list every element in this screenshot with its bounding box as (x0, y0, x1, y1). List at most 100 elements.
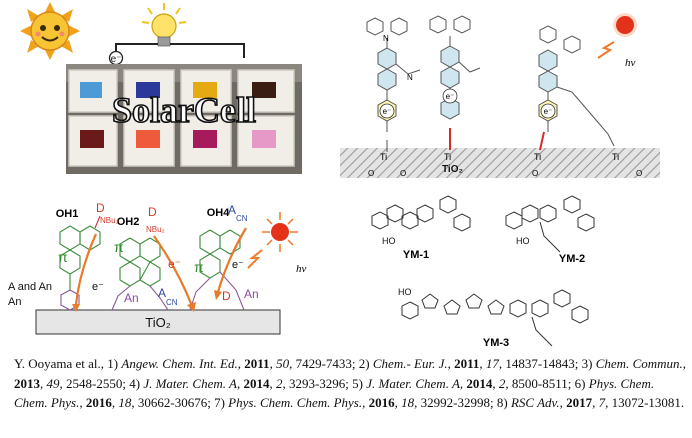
reference-number: 4) (129, 375, 144, 391)
reference-pages: 8500-8511 (511, 375, 568, 391)
reference-authors: Y. Ooyama et al., (14, 356, 108, 371)
ym3-label: YM-3 (483, 337, 509, 349)
ho-label-2: HO (516, 236, 530, 246)
tio2-right-label: TiO₂ (442, 164, 463, 175)
reference-volume: 2 (498, 375, 506, 391)
oh4-acceptor-label: A (228, 203, 236, 217)
ti-label-3: Ti (534, 152, 541, 162)
dye-schematic-right: TiO₂ N N e⁻ (340, 13, 660, 178)
reference-item: 7) Phys. Chem. Chem. Phys., 2016, 18, 32… (214, 395, 497, 410)
reference-volume: 18 (118, 395, 132, 410)
reference-year: 2016 (85, 395, 112, 410)
oh1-pi-label: π (58, 249, 68, 265)
oh1-electron-label: e⁻ (92, 281, 104, 293)
reference-journal: Chem.- Eur. J. (372, 356, 448, 371)
reference-volume: 49 (46, 375, 60, 391)
sun-left-icon (262, 212, 298, 252)
o-label-4: O (636, 169, 642, 178)
ti-label-4: Ti (612, 152, 619, 162)
reference-pages: 30662-30676 (137, 395, 208, 410)
reference-journal: Chem. Commun. (595, 356, 683, 371)
reference-volume: 50 (276, 356, 290, 371)
o-label-2: O (400, 169, 406, 178)
sun-right-icon (613, 13, 637, 37)
reference-year: 2017 (566, 395, 593, 410)
tio2-left-label: TiO₂ (145, 315, 171, 330)
dye-schematic-left: TiO₂ A and An An OH1 OH2 OH4 D NBu₂ π (8, 201, 307, 335)
reference-volume: 7 (598, 395, 606, 410)
m2-electron-label: e⁻ (446, 92, 455, 101)
reference-item: 8) RSC Adv., 2017, 7, 13072-13081. (496, 395, 685, 410)
reference-pages: 32992-32998 (420, 395, 490, 410)
oh2-donor-label: D (148, 205, 157, 219)
hv-right-label: hv (625, 57, 636, 69)
reference-item: 6) Phys. Chem. Chem. Phys., 2016, 18, 30… (14, 375, 655, 411)
dye-oh1: OH1 (56, 208, 79, 220)
oh4-electron-label: e⁻ (232, 259, 244, 271)
reference-pages: 13072-13081 (611, 395, 681, 410)
oh2-acceptor-group: CN (166, 298, 178, 307)
m1-electron-label: e⁻ (383, 107, 392, 116)
reference-pages: 7429-7433 (295, 356, 352, 371)
oh4-anchor-label: An (244, 287, 259, 301)
n-label-2: N (407, 73, 413, 82)
reference-number: 1) (107, 356, 122, 371)
reference-item: 3) Chem. Commun., 2013, 49, 2548-2550; (14, 356, 687, 391)
oh4-donor-label: D (222, 289, 231, 303)
reference-number: 5) (352, 375, 367, 391)
solar-cell-photo: e⁻ SolarCell (20, 2, 302, 174)
reference-item: 1) Angew. Chem. Int. Ed., 2011, 50, 7429… (107, 356, 359, 371)
reference-number: 3) (581, 356, 596, 371)
reference-volume: 2 (275, 375, 283, 391)
o-label-3: O (532, 169, 538, 178)
o-label-1: O (368, 169, 374, 178)
ho-label-1: HO (382, 236, 396, 246)
oh4-acceptor-group: CN (236, 214, 248, 223)
oh1-donor-group: NBu₂ (100, 216, 119, 225)
reference-journal: Phys. Chem. Chem. Phys. (228, 395, 363, 410)
ho-label-3: HO (398, 287, 412, 297)
reference-number: 2) (358, 356, 373, 371)
oh2-electron-label: e⁻ (168, 257, 181, 271)
reference-number: 6) (574, 375, 589, 391)
sun-mascot-icon (20, 2, 80, 60)
reference-item: 4) J. Mater. Chem. A, 2014, 2, 3293-3296… (129, 375, 353, 391)
dye-oh4: OH4 (207, 207, 231, 219)
light-bulb-icon (141, 3, 187, 47)
anchor-legend-an: An (8, 296, 21, 308)
ti-label-2: Ti (444, 152, 451, 162)
oh2-anchor-label: An (124, 291, 139, 305)
oh1-donor-label: D (96, 201, 105, 215)
reference-year: 2014 (243, 375, 270, 391)
ym2-label: YM-2 (559, 253, 585, 265)
oh2-acceptor-label: A (158, 286, 166, 300)
reference-year: 2011 (244, 356, 270, 371)
reference-volume: 17 (485, 356, 499, 371)
reference-pages: 3293-3296 (288, 375, 346, 391)
reference-pages: 14837-14843 (505, 356, 575, 371)
ym-structures (371, 195, 595, 347)
dye-oh2: OH2 (117, 216, 140, 228)
photo-electron-label: e⁻ (111, 54, 122, 65)
oh4-pi-label: π (194, 259, 204, 275)
reference-year: 2011 (454, 356, 480, 371)
reference-journal: RSC Adv. (510, 395, 560, 410)
reference-item: 2) Chem.- Eur. J., 2011, 17, 14837-14843… (358, 356, 582, 371)
ti-label-1: Ti (380, 152, 387, 162)
reference-year: 2013 (14, 375, 40, 391)
reference-journal: Phys. Chem. Chem. Phys. (14, 375, 655, 411)
m3-electron-label: e⁻ (544, 107, 553, 116)
reference-pages: 2548-2550 (66, 375, 123, 391)
oh2-donor-group: NBu₂ (146, 225, 165, 234)
reference-item: 5) J. Mater. Chem. A, 2014, 2, 8500-8511… (352, 375, 575, 391)
solar-cell-banner: SolarCell (112, 90, 256, 130)
reference-journal: Angew. Chem. Int. Ed. (121, 356, 238, 371)
anchor-legend: A and An (8, 281, 52, 293)
reference-list: Y. Ooyama et al., 1) Angew. Chem. Int. E… (14, 354, 686, 413)
reference-number: 7) (214, 395, 229, 410)
hv-left-label: hv (296, 263, 307, 275)
ym1-label: YM-1 (403, 249, 429, 261)
reference-year: 2016 (368, 395, 395, 410)
reference-year: 2014 (466, 375, 493, 391)
